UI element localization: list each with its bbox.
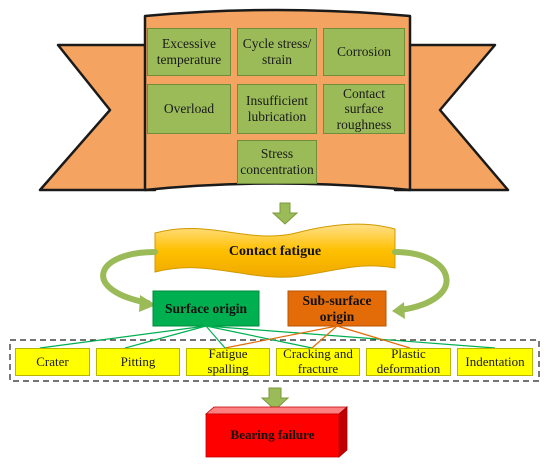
failure-mode-box: Crater: [15, 348, 90, 376]
failure-mode-box: Cracking and fracture: [276, 346, 360, 376]
cause-box: Corrosion: [323, 28, 405, 76]
contact-fatigue-label: Contact fatigue: [228, 243, 322, 259]
banner-left-wing: [38, 43, 157, 192]
subsurface-origin-label: Sub-surface origin: [302, 292, 372, 324]
cause-box: Stress concentration: [237, 140, 317, 184]
contact-fatigue-shape: [154, 223, 396, 278]
surface-origin-connectors: [39, 325, 496, 349]
bearing-failure-top: [204, 406, 349, 415]
arrow-down-icon: [260, 387, 290, 411]
curved-arrow-right-icon: [392, 249, 450, 313]
arrow-down-icon: [271, 202, 299, 225]
subsurface-origin-shape: [287, 290, 387, 327]
bearing-failure-shape: [205, 413, 340, 458]
curved-arrow-left-head-icon: [139, 295, 156, 312]
bearing-failure-label: Bearing failure: [230, 427, 315, 443]
surface-origin-shape: [152, 290, 260, 327]
cause-box: Cycle stress/ strain: [237, 28, 317, 76]
cause-box: Overload: [147, 84, 231, 134]
curved-arrow-left-icon: [100, 249, 158, 306]
failure-mode-box: Fatigue spalling: [186, 346, 270, 376]
subsurface-origin-connectors: [224, 325, 411, 349]
failure-mode-box: Indentation: [457, 348, 533, 376]
cause-box: Contact surface roughness: [323, 84, 405, 134]
failure-mode-box: Pitting: [96, 348, 180, 376]
failure-mode-box: Plastic deformation: [366, 346, 451, 376]
cause-box: Excessive temperature: [147, 28, 231, 76]
cause-box: Insufficient lubrication: [237, 84, 317, 134]
bearing-failure-side: [338, 406, 348, 458]
banner-right-wing: [393, 43, 510, 192]
surface-origin-label: Surface origin: [164, 300, 248, 316]
curved-arrow-right-head-icon: [392, 302, 405, 319]
